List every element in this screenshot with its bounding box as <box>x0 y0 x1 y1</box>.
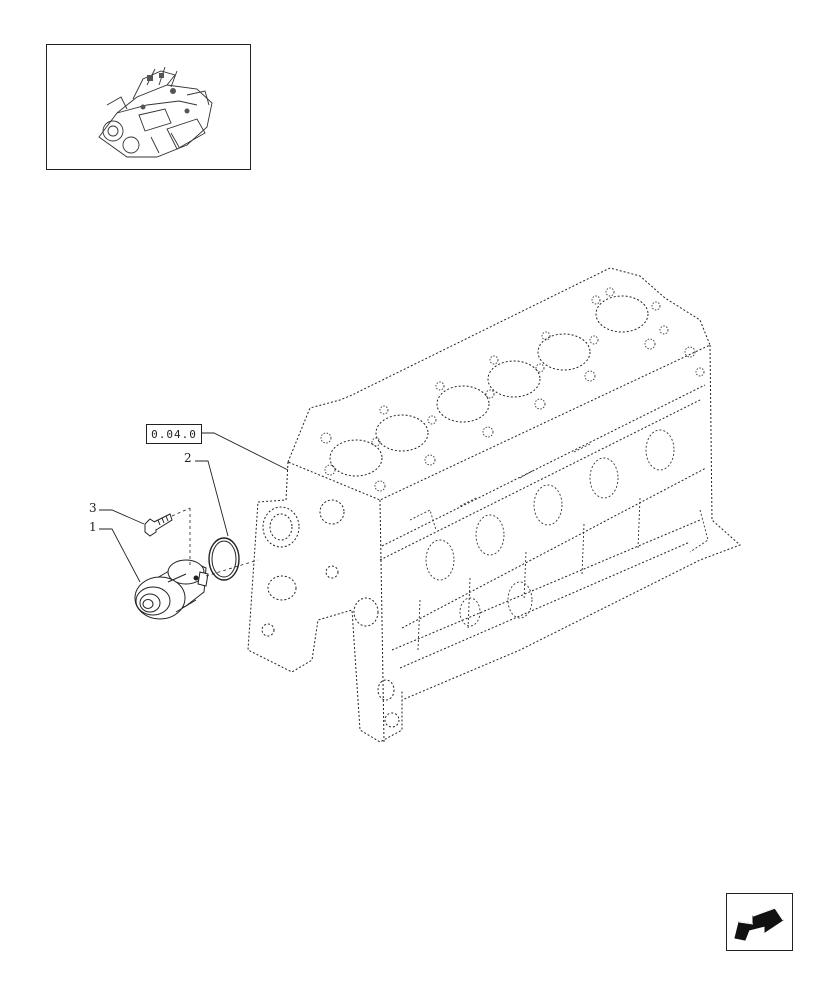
next-page-arrow-icon <box>734 907 784 941</box>
callout-2: 2 <box>184 451 192 465</box>
cylinder-bores <box>329 295 649 477</box>
water-pump[interactable] <box>134 559 209 620</box>
engine-thumbnail-icon <box>98 66 213 158</box>
reference-label[interactable]: 0.04.0 <box>146 424 202 444</box>
next-page-button[interactable] <box>726 893 793 951</box>
engine-thumbnail[interactable] <box>46 44 251 170</box>
water-pump-seat <box>261 499 400 728</box>
callout-1: 1 <box>89 520 97 534</box>
callout-3: 3 <box>89 501 97 515</box>
leader-lines <box>99 432 289 583</box>
bolt[interactable] <box>144 513 173 537</box>
gasket-ring[interactable] <box>208 537 240 581</box>
